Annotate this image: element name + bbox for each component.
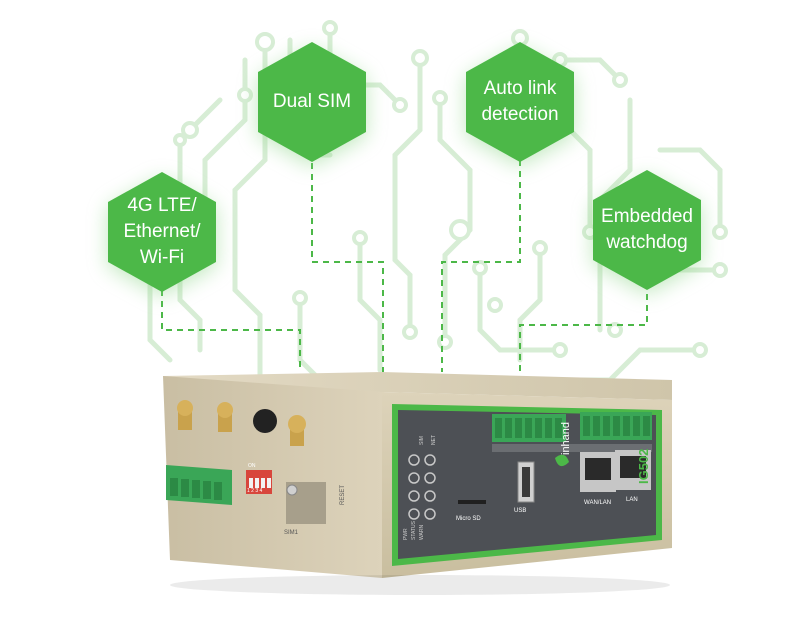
power-terminal — [166, 465, 232, 505]
feature-hexagons — [108, 42, 701, 292]
wanlan-label: WAN/LAN — [584, 500, 612, 506]
feature-label-dual-sim: Dual SIM — [273, 89, 351, 115]
hexagon-auto-link — [466, 42, 574, 162]
led-label-warn: WARN — [419, 524, 425, 540]
usb-label: USB — [514, 508, 527, 514]
lan-label: LAN — [626, 497, 638, 503]
router-device — [163, 372, 672, 595]
antenna-connectors — [177, 400, 306, 446]
led-label-sim: SIM — [419, 436, 425, 445]
terminal-block-2 — [580, 412, 652, 440]
led-label-status: STATUS — [411, 521, 417, 540]
feature-text: detection — [481, 104, 559, 125]
hexagon-dual-sim — [258, 42, 366, 162]
feature-text: Dual SIM — [272, 91, 352, 112]
inhand-logo-icon — [555, 454, 569, 467]
sim-label: SIM1 — [284, 530, 299, 536]
hexagon-watchdog — [593, 170, 701, 290]
terminal-block-1 — [492, 414, 566, 442]
led-label-net: NET — [431, 435, 437, 445]
dip-on-label: ON — [248, 463, 256, 469]
feature-text: watchdog — [606, 232, 688, 253]
hexagon-lte — [108, 172, 216, 292]
feature-label-lte: 4G LTE/ Ethernet/ Wi-Fi — [123, 193, 200, 271]
feature-text: Ethernet/ — [123, 221, 201, 242]
led-label-pwr: PWR — [403, 528, 409, 540]
dip-number-label: 1 2 3 4 — [247, 488, 263, 494]
status-leds — [408, 454, 436, 520]
feature-label-watchdog: Embedded watchdog — [601, 204, 693, 256]
feature-text: Auto link — [483, 78, 557, 99]
microsd-label: Micro SD — [456, 516, 481, 522]
connector-lines — [161, 152, 648, 372]
feature-text: Embedded — [601, 206, 693, 227]
microsd-slot — [458, 500, 486, 504]
black-cap — [253, 409, 277, 433]
brand-label: inhand — [560, 421, 572, 455]
ethernet-ports — [580, 450, 651, 492]
model-label: IG502 — [636, 448, 651, 484]
feature-text: Wi-Fi — [139, 247, 185, 268]
feature-text: 4G LTE/ — [127, 195, 197, 216]
feature-label-auto-link: Auto link detection — [481, 76, 558, 128]
reset-label: RESET — [340, 484, 346, 505]
